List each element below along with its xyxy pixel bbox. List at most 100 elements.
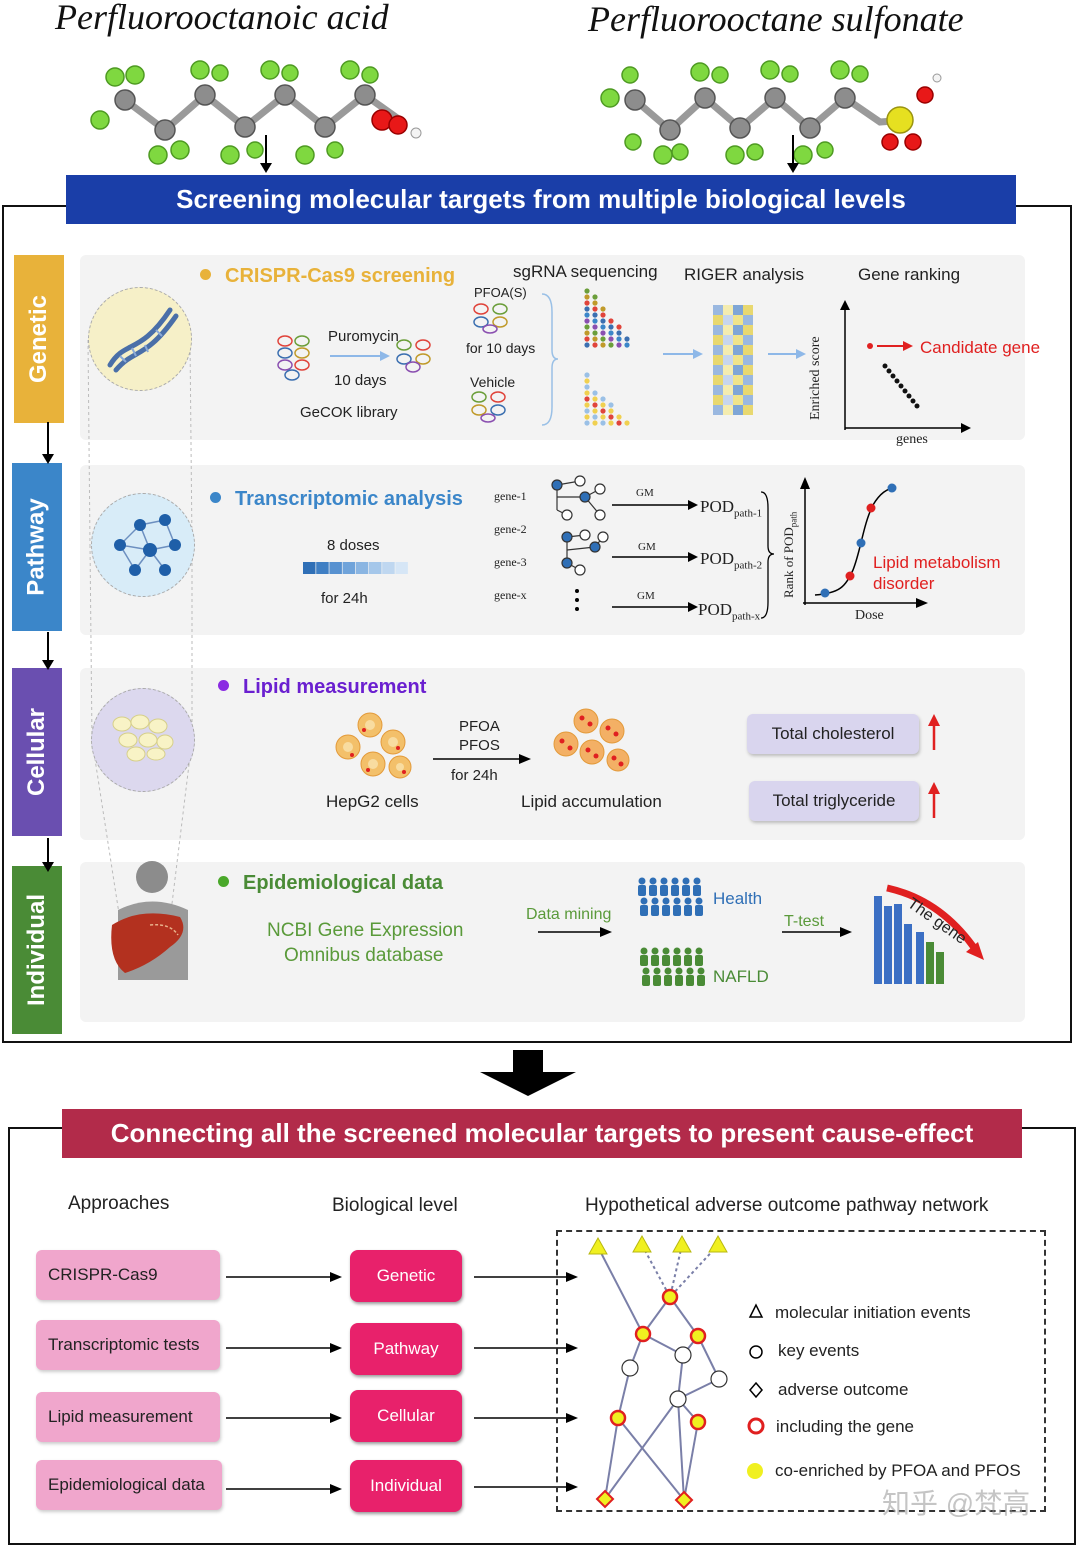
pfos-title: Perfluorooctane sulfonate	[588, 0, 964, 39]
dose-axis-label: Dose	[855, 608, 884, 623]
cell-treatment-arrow	[433, 754, 531, 764]
puromycin-arrow	[330, 351, 390, 361]
gm-label-3: GM	[637, 590, 655, 602]
rank-of-pod-label: Rank of PODpath	[781, 511, 799, 598]
health-label: Health	[713, 889, 763, 908]
pfos-molecule-icon	[600, 60, 942, 165]
riger-analysis-label: RIGER analysis	[684, 265, 804, 284]
genes-axis-label: genes	[896, 432, 928, 447]
approaches-header: Approaches	[68, 1193, 170, 1214]
approach-epidemiological: Epidemiological data	[36, 1460, 222, 1510]
ttest-label: T-test	[784, 913, 825, 930]
cellular-section-title: Lipid measurement	[218, 676, 426, 699]
seq-to-riger-arrow	[663, 349, 703, 359]
vehicle-label: Vehicle	[470, 374, 516, 390]
legend-yellow-dot-icon	[747, 1463, 763, 1479]
level-tab-individual: Individual	[12, 866, 62, 1034]
pathway-section-title: Transcriptomic analysis	[210, 488, 463, 511]
legend-diamond-icon	[749, 1381, 763, 1399]
legend-co-enriched: co-enriched by PFOA and PFOS	[775, 1461, 1021, 1480]
gene-decrease-bars	[874, 884, 984, 984]
gm-arrows	[612, 500, 698, 612]
lipid-disorder-label: Lipid metabolism disorder	[873, 553, 1001, 593]
health-people-icon	[638, 877, 703, 916]
gene-3-label: gene-3	[494, 555, 527, 569]
gecok-library-label: GeCOK library	[300, 404, 398, 421]
legend-circle-icon	[749, 1345, 763, 1359]
main-down-arrow-icon	[480, 1050, 576, 1096]
aop-network-graph	[588, 1234, 728, 1510]
bottom-flow-arrows	[226, 1272, 578, 1494]
data-mining-arrow	[538, 927, 612, 937]
cellular-24h-label: for 24h	[451, 767, 498, 784]
legend-red-ring-icon	[747, 1417, 765, 1435]
aop-network-box	[556, 1230, 1046, 1512]
selected-cells-icon	[396, 339, 431, 373]
total-cholesterol-pill: Total cholesterol	[747, 714, 919, 754]
gene-x-label: gene-x	[494, 588, 527, 602]
hepg2-cells-icon	[335, 712, 412, 779]
pfoa-title: Perfluorooctanoic acid	[55, 0, 389, 37]
gene-ranking-axes	[840, 300, 971, 433]
nafld-people-icon	[640, 947, 705, 986]
triglyceride-up-arrow-icon	[928, 782, 940, 818]
puromycin-label: Puromycin	[328, 328, 399, 345]
network-icon	[114, 514, 181, 576]
aop-network-header: Hypothetical adverse outcome pathway net…	[585, 1195, 989, 1216]
pod-path-1: PODpath-1	[700, 497, 763, 520]
approach-crispr: CRISPR-Cas9	[36, 1250, 220, 1300]
pfoa-s-label: PFOA(S)	[474, 285, 527, 300]
8doses-label: 8 doses	[327, 537, 380, 554]
level-down-arrows	[42, 422, 54, 872]
gene-ranking-label: Gene ranking	[858, 265, 961, 284]
level-box-genetic: Genetic	[350, 1250, 462, 1302]
legend-triangle-icon	[748, 1303, 764, 1318]
riger-heatmap	[713, 305, 753, 415]
sgrna-sequencing-label: sgRNA sequencing	[513, 262, 658, 281]
pfos-treat-label: PFOS	[459, 737, 500, 754]
cholesterol-up-arrow-icon	[928, 714, 940, 750]
data-mining-label: Data mining	[526, 906, 612, 923]
level-box-individual: Individual	[350, 1460, 462, 1512]
lipid-accumulation-label: Lipid accumulation	[521, 792, 662, 811]
ttest-arrow	[782, 927, 852, 937]
level-box-pathway: Pathway	[350, 1323, 462, 1375]
pfos-down-arrow	[787, 135, 799, 173]
ncbi-db-line2: Omnibus database	[284, 945, 444, 966]
pod-path-2: PODpath-2	[700, 549, 763, 572]
ncbi-db-line1: NCBI Gene Expression	[267, 920, 464, 941]
genetic-section-title: CRISPR-Cas9 screening	[200, 265, 455, 288]
level-tab-cellular: Cellular	[12, 668, 62, 836]
pod-brace	[760, 491, 775, 619]
enriched-score-label: Enriched score	[808, 336, 823, 420]
dna-icon	[107, 307, 179, 373]
candidate-gene-label: Candidate gene	[920, 338, 1041, 357]
legend-key-events: key events	[778, 1341, 860, 1360]
gene-1-label: gene-1	[494, 489, 527, 503]
pfoa-treat-label: PFOA	[459, 718, 500, 735]
dose-response-chart	[800, 477, 928, 608]
individual-panel	[80, 862, 1025, 1022]
pathway-panel	[80, 465, 1025, 635]
human-liver-icon	[111, 861, 188, 980]
bottom-banner: Connecting all the screened molecular ta…	[62, 1109, 1022, 1158]
pfoa-molecule-icon	[90, 60, 422, 165]
gm-label-2: GM	[638, 541, 656, 553]
level-tab-genetic: Genetic	[14, 255, 64, 423]
riger-to-rank-arrow	[768, 349, 806, 359]
approach-transcriptomic: Transcriptomic tests	[36, 1320, 220, 1370]
level-tab-pathway: Pathway	[12, 463, 62, 631]
pathway-24h-label: for 24h	[321, 590, 368, 607]
cells-icon	[112, 714, 174, 762]
gene-2-label: gene-2	[494, 522, 527, 536]
zoom-connector-lines	[87, 339, 193, 921]
approach-lipid: Lipid measurement	[36, 1392, 220, 1442]
hepg2-label: HepG2 cells	[326, 792, 419, 811]
lipid-accumulation-icon	[553, 708, 630, 772]
watermark: 知乎 @梵高	[882, 1488, 1031, 1519]
total-triglyceride-pill: Total triglyceride	[749, 781, 919, 821]
pfoa-down-arrow	[260, 135, 272, 173]
top-banner: Screening molecular targets from multipl…	[66, 175, 1016, 224]
treated-cells-icon	[473, 303, 508, 334]
legend-including-gene: including the gene	[776, 1417, 915, 1436]
